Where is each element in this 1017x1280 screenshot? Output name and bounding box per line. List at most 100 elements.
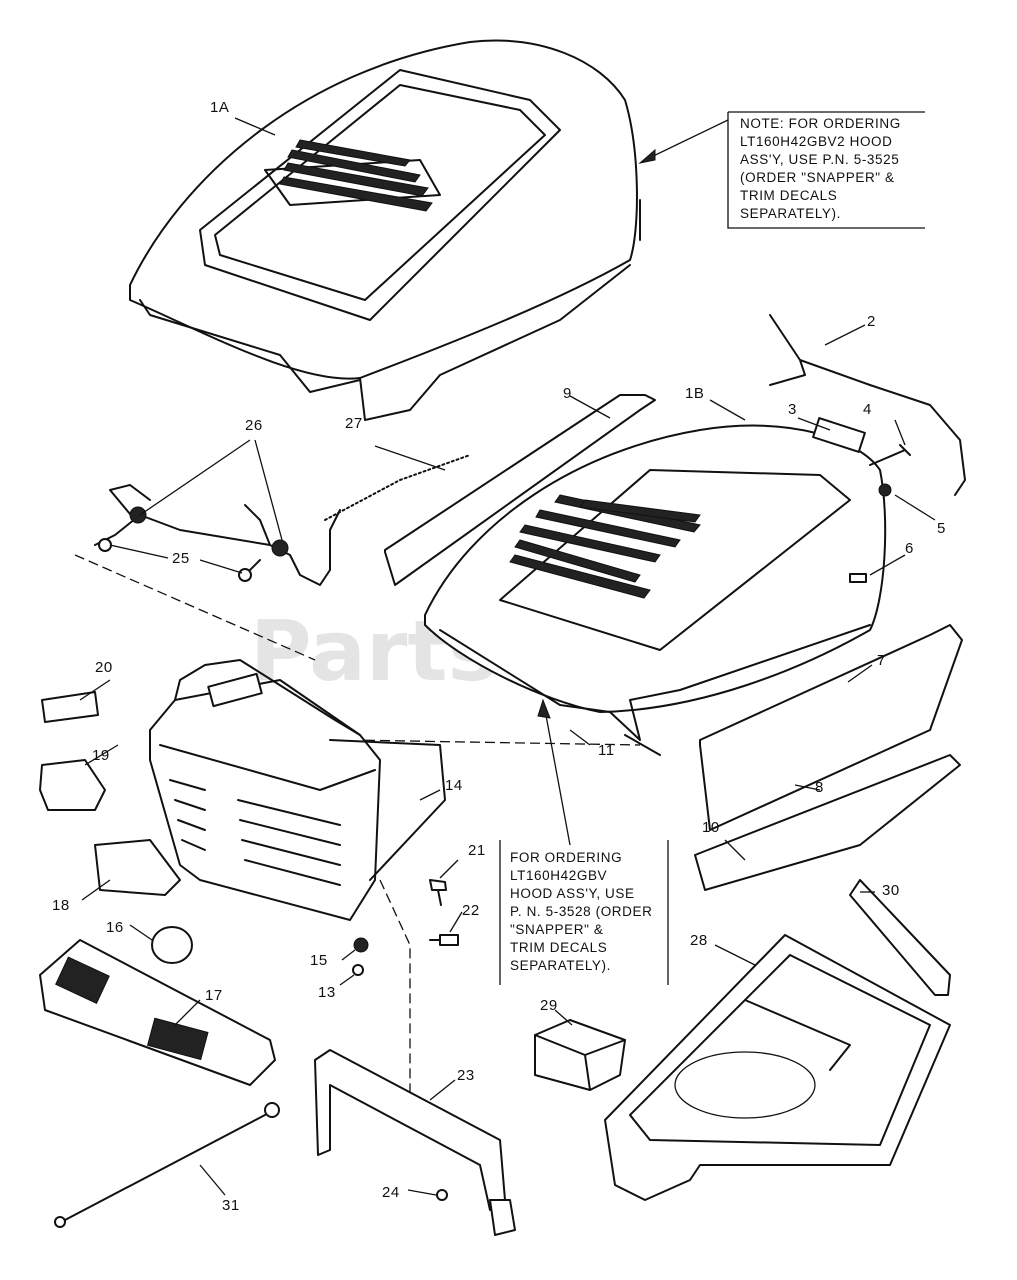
callout-11: 11 — [598, 742, 615, 759]
callout-1a: 1A — [210, 99, 229, 116]
part-6-clip[interactable] — [849, 573, 867, 583]
part-9-trim-strip[interactable] — [384, 394, 656, 586]
part-19-lens[interactable] — [39, 759, 106, 811]
leader — [554, 1009, 573, 1026]
callout-5: 5 — [937, 520, 946, 537]
part-3-plate[interactable] — [812, 417, 866, 453]
part-10-decal[interactable] — [694, 754, 961, 891]
leader — [339, 974, 355, 986]
part-16-plug[interactable] — [151, 926, 193, 964]
part-13-washer[interactable] — [352, 964, 364, 976]
callout-31: 31 — [222, 1197, 240, 1214]
grille-slots — [169, 779, 341, 886]
leader — [407, 1189, 437, 1196]
note-lt160h42gbv2: NOTE: FOR ORDERING LT160H42GBV2 HOOD ASS… — [638, 111, 925, 229]
callout-15: 15 — [310, 952, 328, 969]
leader — [139, 439, 251, 516]
part-8-side-panel[interactable] — [699, 624, 963, 831]
leader — [724, 839, 746, 861]
callout-30: 30 — [882, 882, 900, 899]
guide-line — [74, 554, 316, 661]
callout-3: 3 — [788, 401, 797, 418]
leader — [84, 744, 119, 766]
leader — [81, 879, 111, 901]
part-1b-hood[interactable] — [424, 424, 887, 741]
callout-9: 9 — [563, 385, 572, 402]
leader — [199, 559, 243, 574]
note-line: SEPARATELY). — [740, 206, 841, 221]
note-line: (ORDER "SNAPPER" & — [740, 170, 895, 185]
part-20-decal[interactable] — [41, 691, 99, 723]
callout-6: 6 — [905, 540, 914, 557]
callout-28: 28 — [690, 932, 708, 949]
leader — [419, 789, 441, 801]
callout-26: 26 — [245, 417, 263, 434]
callout-23: 23 — [457, 1067, 475, 1084]
part-17-bumper[interactable] — [39, 939, 276, 1086]
leader — [709, 399, 746, 421]
part-5-nut[interactable] — [878, 483, 892, 497]
callout-22: 22 — [462, 902, 480, 919]
leader — [794, 784, 821, 791]
callout-2: 2 — [867, 313, 876, 330]
guide-line — [349, 739, 641, 746]
leader — [847, 664, 873, 683]
part-15-nut[interactable] — [353, 937, 369, 953]
part-1a-hood[interactable] — [129, 39, 641, 421]
note-line: LT160H42GBV — [510, 868, 607, 883]
callout-8: 8 — [815, 779, 824, 796]
part-18-lens[interactable] — [94, 839, 181, 896]
callout-27: 27 — [345, 415, 363, 432]
part-29-foam-block[interactable] — [534, 1019, 626, 1091]
part-21-bolt[interactable] — [429, 879, 447, 906]
part-28-tray[interactable] — [604, 934, 951, 1201]
note-line: TRIM DECALS — [510, 940, 607, 955]
note-line: SEPARATELY). — [510, 958, 611, 973]
callout-20: 20 — [95, 659, 113, 676]
note-line: TRIM DECALS — [740, 188, 837, 203]
note-line: P. N. 5-3528 (ORDER — [510, 904, 652, 919]
callout-14: 14 — [445, 777, 463, 794]
leader — [439, 859, 459, 879]
leader — [429, 1079, 456, 1101]
note-lt160h42gbv: FOR ORDERING LT160H42GBV HOOD ASS'Y, USE… — [499, 698, 669, 985]
guide-line — [379, 879, 411, 1095]
callout-25: 25 — [172, 550, 190, 567]
callout-4: 4 — [863, 401, 872, 418]
note-line: "SNAPPER" & — [510, 922, 603, 937]
part-2-hood-rod[interactable] — [769, 314, 966, 496]
leader — [714, 944, 756, 966]
leader — [129, 924, 153, 941]
callout-17: 17 — [205, 987, 223, 1004]
note-line: ASS'Y, USE P.N. 5-3525 — [740, 152, 899, 167]
hood-1a-vents — [279, 139, 433, 212]
part-24-washer[interactable] — [436, 1189, 448, 1201]
part-4-screw[interactable] — [869, 444, 911, 466]
part-31-rod[interactable] — [54, 1102, 280, 1228]
leader — [797, 417, 831, 431]
callout-10: 10 — [702, 819, 720, 836]
leader — [824, 324, 866, 346]
leader — [869, 554, 906, 576]
part-23-bracket[interactable] — [314, 1049, 516, 1236]
callout-24: 24 — [382, 1184, 400, 1201]
callout-29: 29 — [540, 997, 558, 1014]
leader — [254, 439, 283, 541]
leader — [109, 544, 169, 559]
part-14-grille-frame[interactable] — [149, 659, 446, 921]
part-22-bolt[interactable] — [429, 934, 459, 946]
callout-18: 18 — [52, 897, 70, 914]
leader — [569, 395, 611, 419]
callout-13: 13 — [318, 984, 336, 1001]
leader — [341, 949, 356, 961]
part-30-foam-strip[interactable] — [849, 879, 951, 996]
parts-25-27-light-harness[interactable] — [94, 454, 471, 586]
leader — [234, 117, 276, 136]
leader — [79, 679, 111, 701]
part-11-screw[interactable] — [624, 734, 661, 756]
hood-1b-vents — [509, 494, 701, 599]
note-line: LT160H42GBV2 HOOD — [740, 134, 893, 149]
leader — [449, 911, 463, 933]
callout-16: 16 — [106, 919, 124, 936]
